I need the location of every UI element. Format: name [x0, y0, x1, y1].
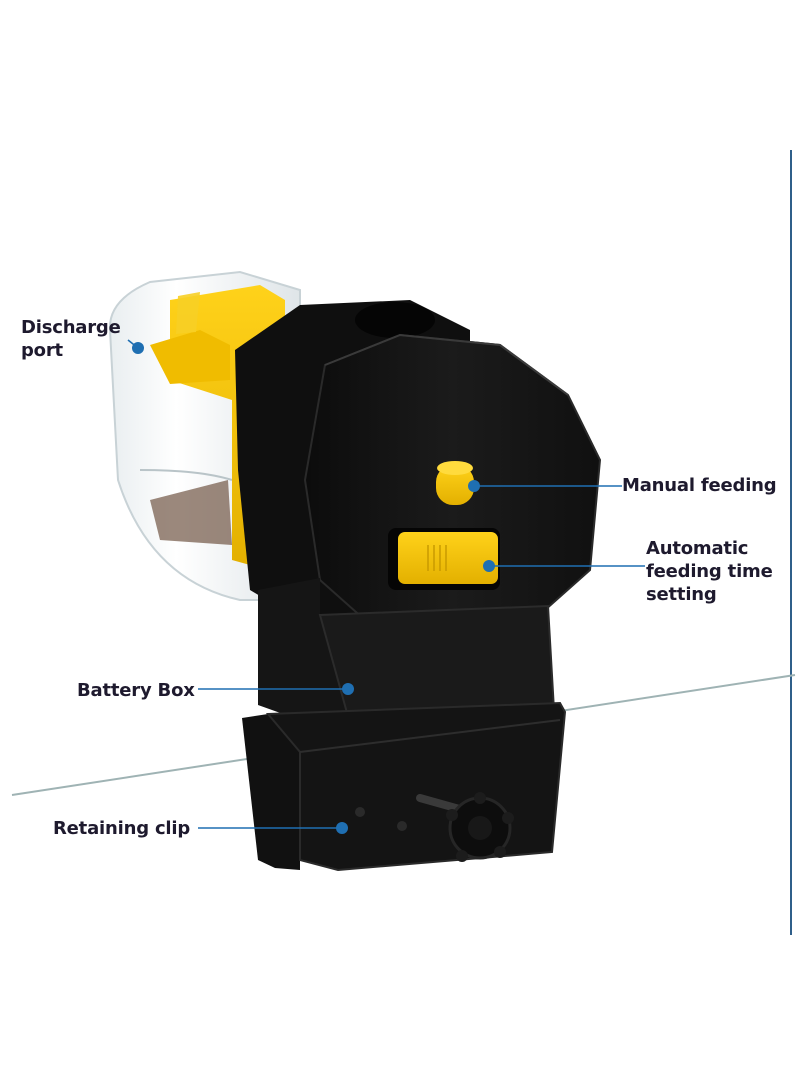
- label-auto-line3: setting: [646, 584, 717, 605]
- knob-icon: [446, 792, 514, 862]
- label-discharge-line2: port: [21, 340, 63, 361]
- callout-dot-auto: [483, 560, 495, 572]
- label-discharge-port: Discharge port: [21, 316, 121, 362]
- retaining-clip: [242, 701, 567, 872]
- label-auto-line2: feeding time: [646, 561, 773, 582]
- label-retaining-clip: Retaining clip: [53, 818, 191, 839]
- callout-dot-battery: [342, 683, 354, 695]
- top-hole: [355, 302, 435, 338]
- label-automatic-feeding: Automatic feeding time setting: [646, 537, 773, 606]
- callout-dot-clip: [336, 822, 348, 834]
- feeding-time-switch: [388, 528, 500, 590]
- label-battery-box: Battery Box: [77, 680, 195, 701]
- label-manual-feeding: Manual feeding: [622, 475, 777, 496]
- label-discharge-line1: Discharge: [21, 317, 121, 338]
- manual-feeding-button: [436, 461, 474, 505]
- callout-dot-discharge: [132, 342, 144, 354]
- callout-lines: [127, 339, 645, 834]
- label-auto-line1: Automatic: [646, 538, 749, 559]
- callout-dot-manual: [468, 480, 480, 492]
